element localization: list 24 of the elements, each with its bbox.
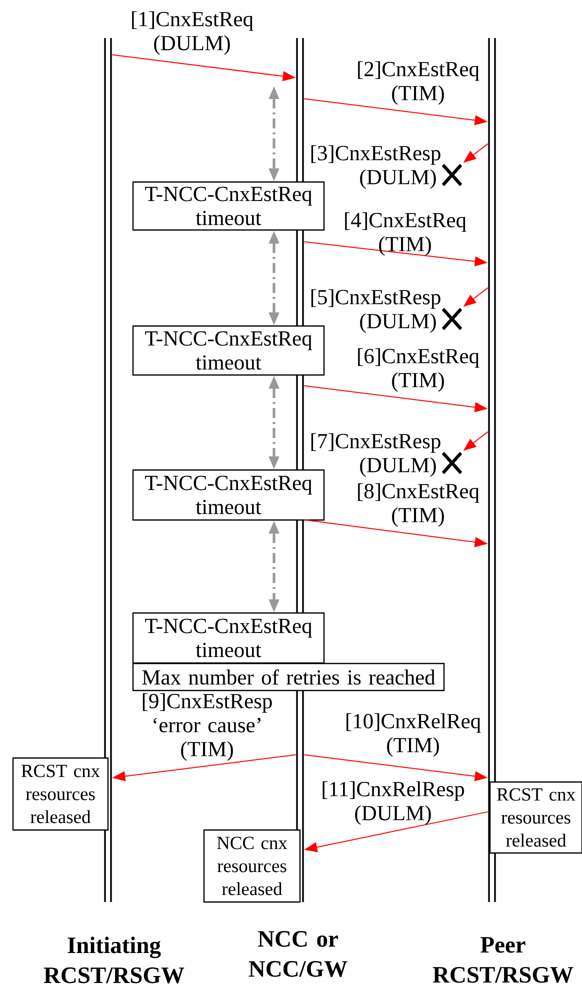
timeout-box: T-NCC-CnxEstReq timeout xyxy=(132,612,325,664)
lost-message-mark xyxy=(441,307,463,331)
edge-label: [9]CnxEstResp ‘error cause’ (TIM) xyxy=(142,693,272,761)
lifeline xyxy=(104,38,112,902)
release-box: RCST cnx resources released xyxy=(12,757,109,831)
timeout-box: T-NCC-CnxEstReq timeout xyxy=(132,325,325,376)
release-box: RCST cnx resources released xyxy=(489,781,582,854)
lifeline-heading: NCC or NCC/GW xyxy=(248,931,348,977)
edge-label: [1]CnxEstReq (DULM) xyxy=(132,11,254,55)
status-box: Max number of retries is reached xyxy=(132,662,445,692)
timeout-box: T-NCC-CnxEstReq timeout xyxy=(132,469,325,521)
lifeline xyxy=(488,38,496,902)
release-box: NCC cnx resources released xyxy=(203,829,301,903)
timeout-box: T-NCC-CnxEstReq timeout xyxy=(132,181,325,231)
lost-message-mark xyxy=(441,451,463,475)
edge-label: [8]CnxEstReq (TIM) xyxy=(358,483,480,527)
edge-label: [2]CnxEstReq (TIM) xyxy=(358,61,480,105)
edge-label: [6]CnxEstReq (TIM) xyxy=(358,348,480,392)
lifeline-heading: Initiating RCST/RSGW xyxy=(44,936,184,984)
lost-message-mark xyxy=(441,163,463,187)
edge-label: [11]CnxRelResp (DULM) xyxy=(322,781,464,825)
lifeline-heading: Peer RCST/RSGW xyxy=(432,937,574,983)
edge-label: [10]CnxRelReq (TIM) xyxy=(346,713,481,757)
edge-label: [4]CnxEstReq (TIM) xyxy=(345,212,466,256)
